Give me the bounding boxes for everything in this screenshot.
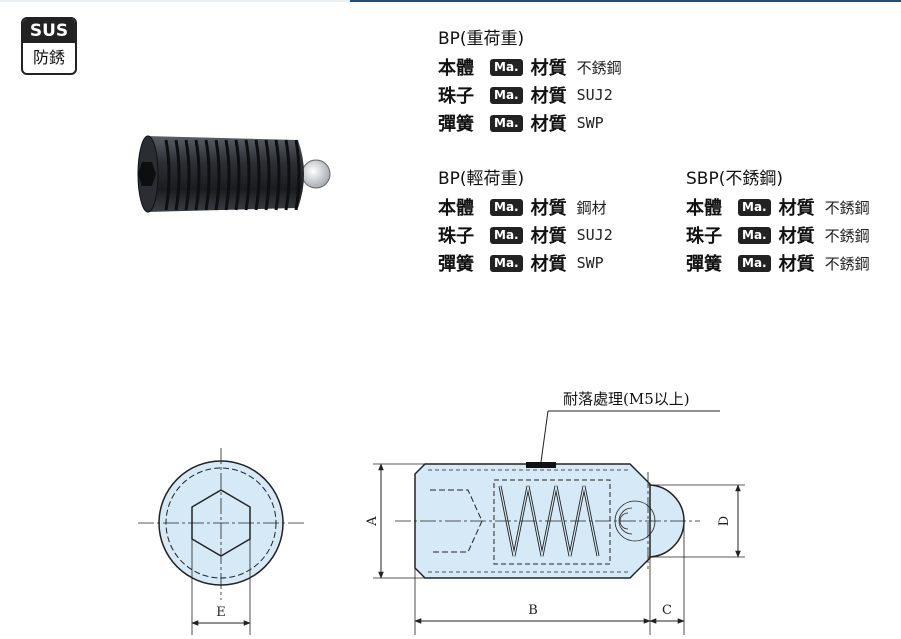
technical-drawing: E A D B C 耐 [138,390,745,635]
material-value: SUJ2 [576,226,613,244]
dim-d: D [717,516,732,526]
drawing-annotation: 耐落處理(M5以上) [563,390,690,408]
spec-part-name: 珠子 [686,226,722,247]
material-value: 不銹鋼 [824,254,870,273]
spec-row: 珠子 Ma. 材質 SUJ2 [438,221,613,249]
spec-row: 珠子 Ma. 材質不銹鋼 [686,221,870,249]
spec-part-name: 本體 [438,198,474,219]
ma-tag: Ma. [490,58,523,76]
ma-tag: Ma. [738,254,771,272]
material-label: 材質 [530,254,567,275]
side-view: A D B C 耐落處理(M5以上) [365,390,745,635]
spec-row: 彈簧 Ma. 材質 SWP [438,109,622,137]
material-value: 鋼材 [576,198,607,217]
spec-row: 彈簧 Ma. 材質 SWP [438,249,613,277]
spec-part-name: 彈簧 [438,114,474,135]
material-label: 材質 [530,58,567,79]
material-label: 材質 [778,254,815,275]
spec-part-name: 珠子 [438,226,474,247]
spec-heavy-title: BP(重荷重) [438,29,525,49]
spec-part-name: 彈簧 [686,254,722,275]
dim-b: B [528,603,538,618]
spec-row: 珠子 Ma. 材質 SUJ2 [438,81,622,109]
spec-row: 彈簧 Ma. 材質不銹鋼 [686,249,870,277]
ma-tag: Ma. [490,198,523,216]
spec-part-name: 彈簧 [438,254,474,275]
ma-tag: Ma. [490,254,523,272]
spec-row: 本體 Ma. 材質鋼材 [438,193,613,221]
ma-tag: Ma. [490,226,523,244]
top-rule [0,0,901,2]
badge-top: SUS [23,19,75,43]
spec-part-name: 本體 [438,58,474,79]
sus-badge: SUS 防銹 [21,17,77,75]
end-view: E [138,448,305,635]
material-label: 材質 [778,198,815,219]
material-label: 材質 [530,226,567,247]
material-value: SWP [576,254,604,272]
spec-row: 本體 Ma. 材質不銹鋼 [686,193,870,221]
top-rule-accent [350,0,901,2]
spec-light-title: BP(輕荷重) [438,169,525,189]
spec-part-name: 本體 [686,198,722,219]
ma-tag: Ma. [490,86,523,104]
material-value: 不銹鋼 [824,198,870,217]
ma-tag: Ma. [490,114,523,132]
spec-part-name: 珠子 [438,86,474,107]
material-value: 不銹鋼 [576,58,622,77]
spec-sbp-title: SBP(不銹鋼) [686,169,783,189]
material-value: 不銹鋼 [824,226,870,245]
ma-tag: Ma. [738,226,771,244]
badge-bottom: 防銹 [32,48,65,67]
material-value: SWP [576,114,604,132]
spec-row: 本體 Ma. 材質不銹鋼 [438,53,622,81]
dim-c: C [662,603,672,618]
material-label: 材質 [530,86,567,107]
dim-a: A [365,516,380,527]
material-label: 材質 [530,114,567,135]
material-label: 材質 [530,198,567,219]
material-label: 材質 [778,226,815,247]
dim-e: E [216,605,226,620]
material-value: SUJ2 [576,86,613,104]
ma-tag: Ma. [738,198,771,216]
product-photo [137,135,331,213]
